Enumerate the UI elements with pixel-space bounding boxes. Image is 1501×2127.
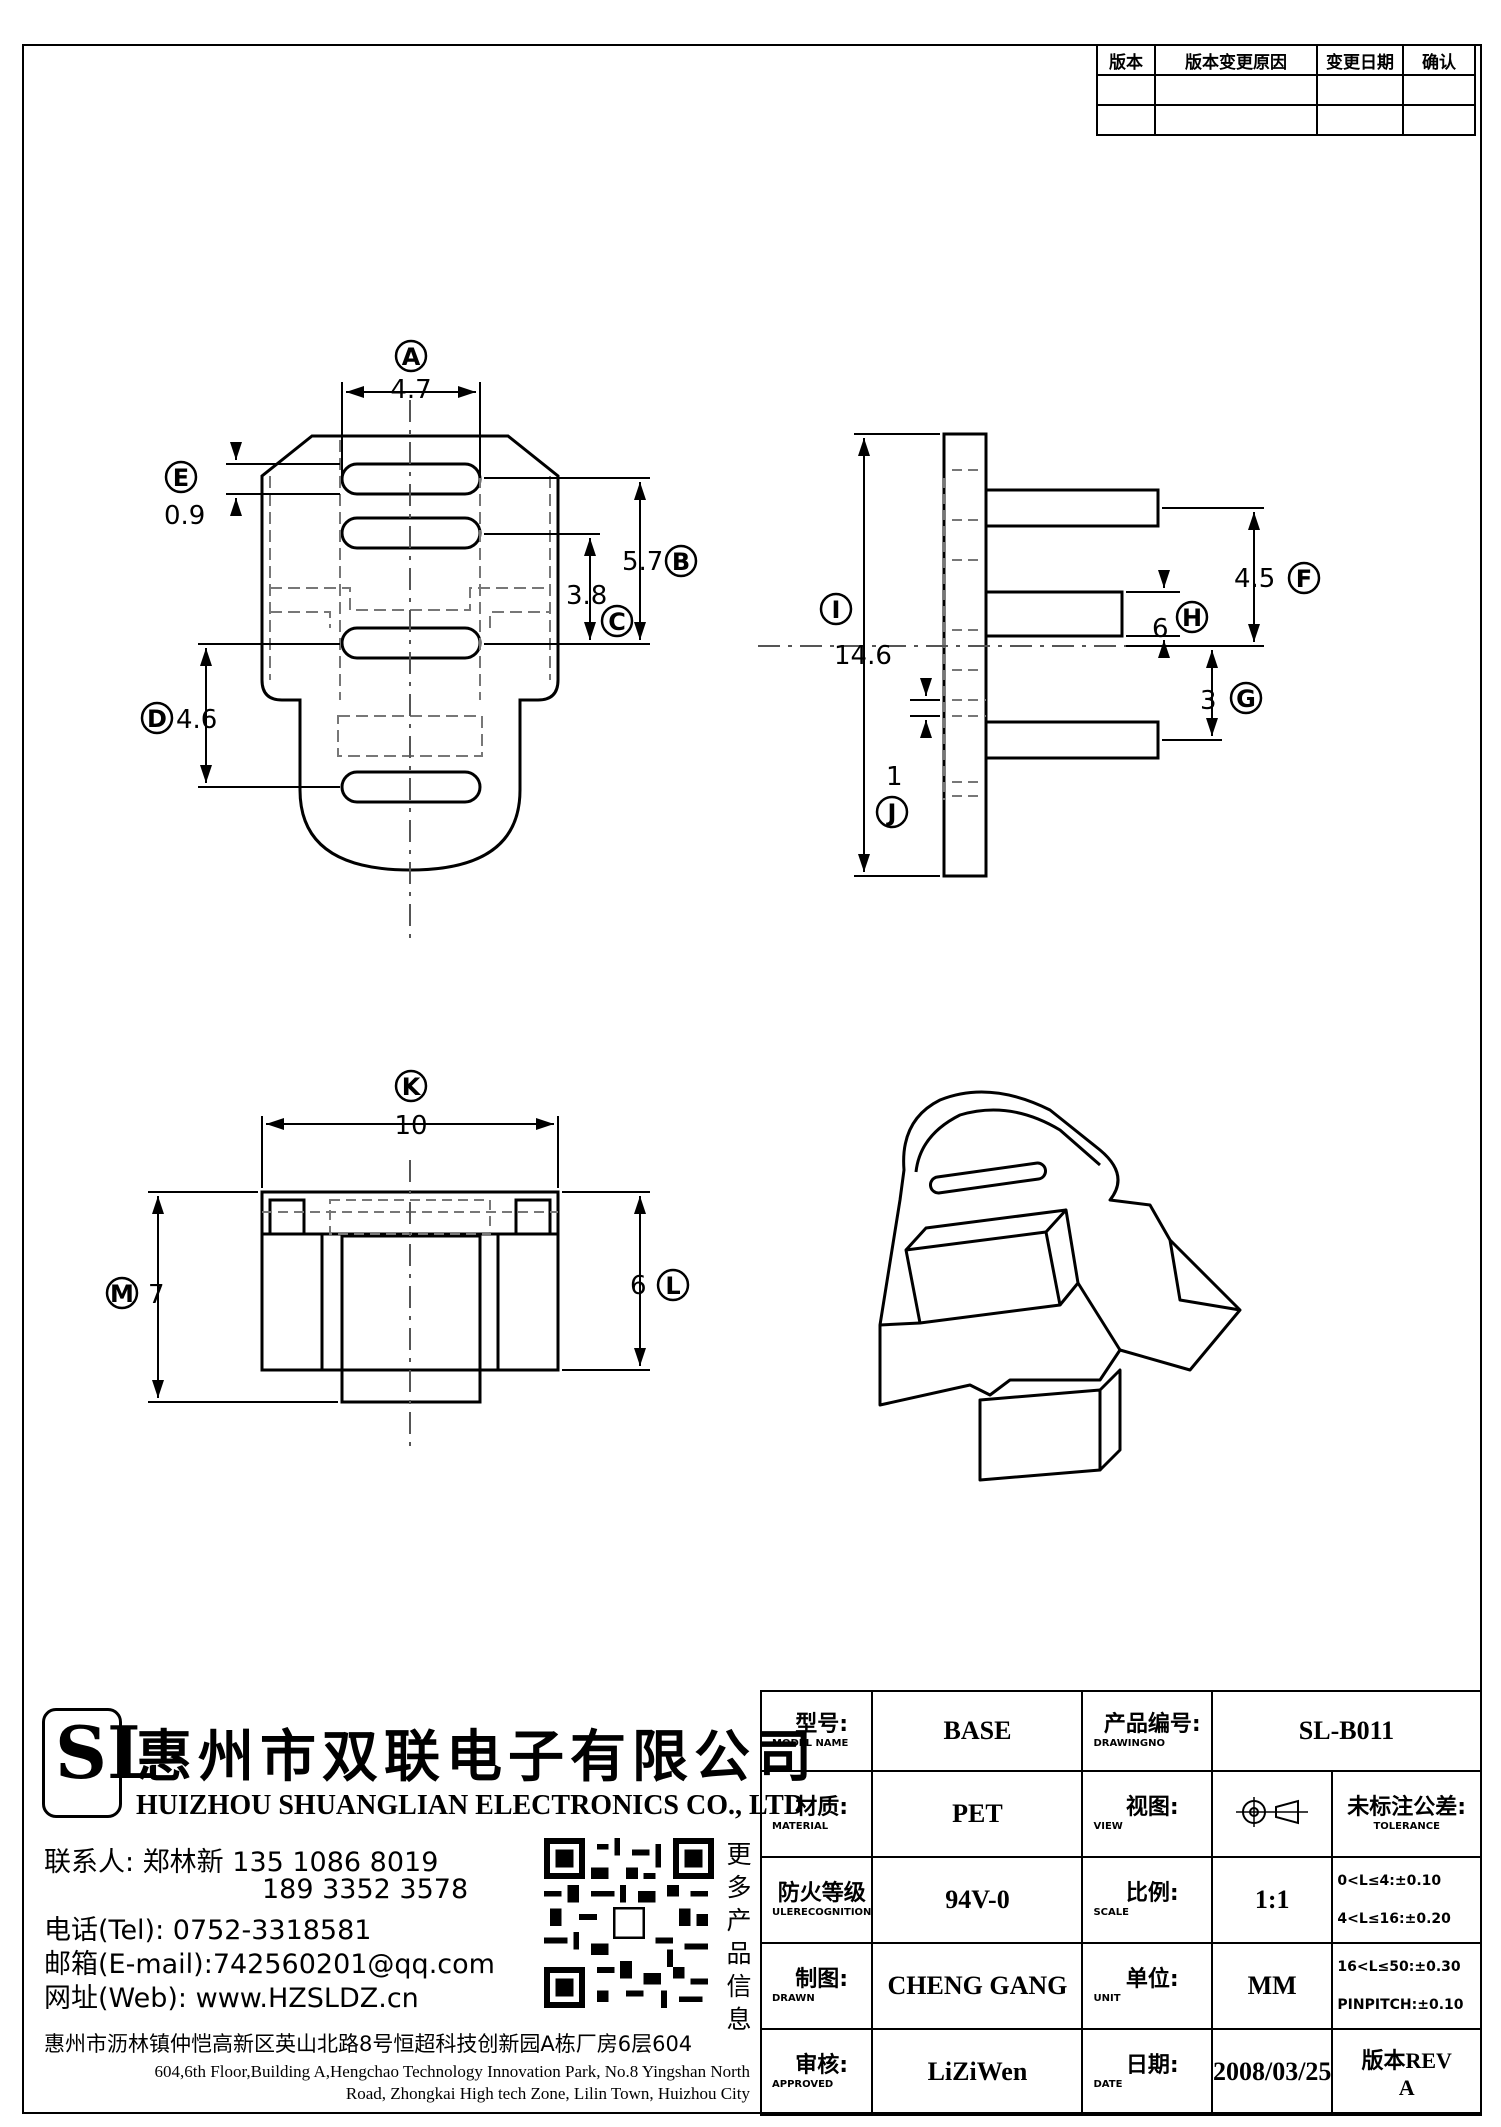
dim-f-letter: F [1296,565,1312,593]
tolerance-label: 未标注公差:TOLERANCE [1331,1770,1482,1858]
dim-c-marker [600,604,634,638]
side-view-dim-lines [854,433,1264,877]
dim-c-letter: C [608,608,626,636]
drawn-value: CHENG GANG [871,1942,1084,2030]
tolerance-values-1: 0<L≤4:±0.10 4<L≤16:±0.20 [1331,1856,1482,1944]
dim-j-marker [875,795,909,829]
company-logo: SL [42,1708,158,1818]
tolerance-values-2: 16<L≤50:±0.30 PINPITCH:±0.10 [1331,1942,1482,2030]
revision-value: A [1398,2075,1415,2100]
address-en-line-2: Road, Zhongkai High tech Zone, Lilin Tow… [345,2084,750,2103]
tel-line: 电话(Tel): 0752-3318581 [44,1915,372,1946]
rev-header-confirm: 确认 [1402,44,1476,76]
approved-value: LiZiWen [871,2028,1084,2116]
dim-d-marker [140,701,174,735]
projection-symbol-icon [1236,1796,1309,1827]
dim-m-value: 7 [148,1280,165,1310]
dim-e-letter: E [173,464,189,492]
dim-i-marker [819,592,853,626]
unit-label: 单位:UNIT [1081,1942,1213,2030]
logo-text: SL [55,1710,158,1795]
date-label: 日期:DATE [1081,2028,1213,2116]
material-value: PET [871,1770,1084,1858]
address-cn: 惠州市沥林镇仲恺高新区英山北路8号恒超科技创新园A栋厂房6层604 [44,2032,693,2056]
qr-code[interactable] [544,1838,714,2008]
dim-k-marker [394,1069,428,1103]
material-label: 材质:MATERIAL [759,1770,874,1858]
dim-k-value: 10 [394,1111,427,1141]
title-block-grid: 型号:MODEL NAME BASE 产品编号:DRAWINGNO SL-B01… [759,1690,1483,2116]
side-view [942,432,1160,878]
dim-a-letter: A [402,343,421,371]
dim-e-value: 0.9 [164,501,205,531]
company-name-cn: 惠州市双联电子有限公司 [136,1724,818,1790]
rev-header-version: 版本 [1096,44,1156,76]
rev-header-reason: 版本变更原因 [1154,44,1318,76]
dim-g-value: 3 [1200,686,1217,716]
approved-label: 审核:APPROVED [759,2028,874,2116]
dim-i-value: 14.6 [834,641,892,671]
drawing-number-value: SL-B011 [1210,1690,1483,1772]
dim-h-marker [1175,600,1209,634]
dim-c-value: 3.8 [566,581,607,611]
side-view-hidden-lines [943,469,986,800]
more-info-vertical: 更 多 产 品 信 息 [726,1840,752,2034]
revision-cell: 版本REV A [1331,2028,1482,2116]
isometric-view [878,1090,1242,1482]
dim-a-marker [394,339,428,373]
scale-label: 比例:SCALE [1081,1856,1213,1944]
dim-d-value: 4.6 [176,705,217,735]
date-value: 2008/03/25 [1210,2028,1334,2116]
bottom-view-dim-lines [148,1116,650,1403]
dim-l-value: 6 [630,1271,647,1301]
scale-value: 1:1 [1210,1856,1334,1944]
web-line[interactable]: 网址(Web): www.HZSLDZ.cn [44,1983,419,2014]
dim-f-marker [1287,561,1321,595]
dim-h-value: 6 [1152,614,1169,644]
dim-m-marker [105,1276,139,1310]
revision-table: 版本 版本变更原因 变更日期 确认 [1096,44,1476,136]
projection-symbol-cell [1210,1770,1334,1858]
contact-phone-2: 189 3352 3578 [262,1874,469,1905]
dim-j-letter: J [886,799,897,827]
unit-value: MM [1210,1942,1334,2030]
model-value: BASE [871,1690,1084,1772]
dim-g-marker [1229,681,1263,715]
dim-e-marker [164,460,198,494]
rev-header-date: 变更日期 [1316,44,1404,76]
drawing-number-label: 产品编号:DRAWINGNO [1081,1690,1213,1772]
company-block: SL 惠州市双联电子有限公司 HUIZHOU SHUANGLIAN ELECTR… [24,1690,812,2110]
dim-b-value: 5.7 [622,547,663,577]
revision-label: 版本REV [1361,2048,1452,2073]
dim-a-lines [198,382,650,788]
address-en-line-1: 604,6th Floor,Building A,Hengchao Techno… [154,2062,750,2081]
drawn-label: 制图:DRAWN [759,1942,874,2030]
dim-h-letter: H [1182,604,1202,632]
view-label: 视图:VIEW [1081,1770,1213,1858]
drawing-frame [22,44,1482,2114]
dim-b-marker [664,544,698,578]
dim-m-letter: M [110,1280,134,1308]
dim-b-letter: B [672,548,690,576]
dim-j-value: 1 [886,762,903,792]
dim-d-letter: D [147,705,167,733]
contact-person: 联系人: 郑林新 135 1086 8019 [44,1847,439,1878]
dim-l-marker [656,1268,690,1302]
fire-rating-value: 94V-0 [871,1856,1084,1944]
email-line: 邮箱(E-mail):742560201@qq.com [44,1949,495,1980]
dim-l-letter: L [665,1272,680,1300]
company-name-en: HUIZHOU SHUANGLIAN ELECTRONICS CO., LTD [136,1790,804,1821]
dim-k-letter: K [402,1073,422,1101]
dim-a-value: 4.7 [390,375,431,405]
model-label: 型号:MODEL NAME [759,1690,874,1772]
dim-f-value: 4.5 [1234,564,1275,594]
dim-g-letter: G [1236,685,1256,713]
dim-i-letter: I [832,596,841,624]
